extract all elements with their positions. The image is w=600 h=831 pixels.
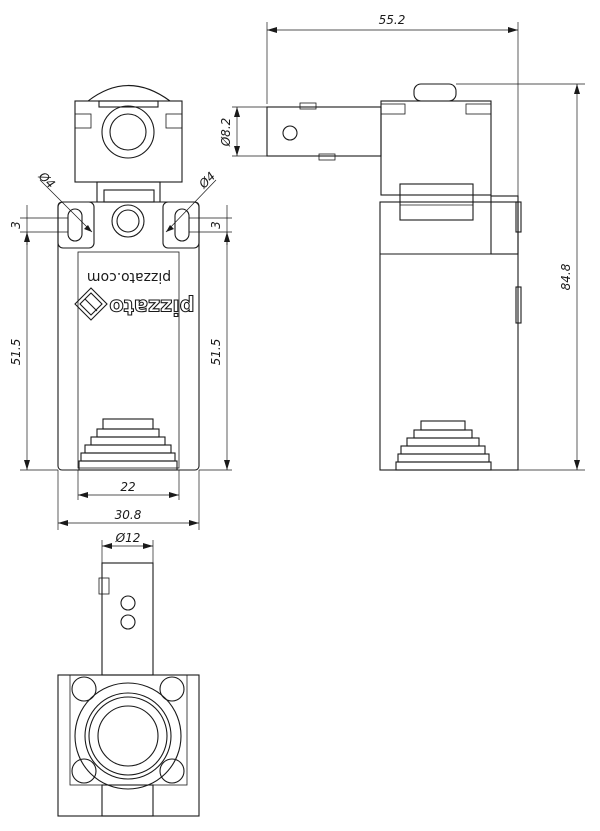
gland-center	[97, 705, 159, 767]
side-cable-gland	[395, 420, 492, 471]
corner-screw-br	[159, 758, 185, 784]
bottom-arm-pin	[98, 577, 110, 595]
left-mount-tab	[57, 201, 95, 249]
brand-text: pizzato	[109, 295, 194, 319]
bottom-lower-tab	[101, 784, 154, 817]
switch-body	[57, 201, 200, 471]
corner-screw-tr	[159, 676, 185, 702]
website-text: pizzato.com	[87, 269, 171, 285]
head-neck	[96, 181, 161, 203]
neck-inner-plate	[103, 189, 155, 203]
bottom-arm-hole-1	[120, 595, 136, 611]
head-top-slot	[98, 100, 159, 108]
corner-screw-bl	[71, 758, 97, 784]
dim-height-right: 51.5	[209, 339, 223, 366]
side-rib-top	[515, 201, 522, 233]
dim-hole-right: Ø4	[195, 169, 218, 192]
dim-bottom-diameter: Ø12	[115, 531, 141, 545]
head-block	[74, 100, 183, 183]
gland-ring-2	[84, 692, 172, 780]
dim-hole-spacing: 22	[120, 480, 135, 494]
side-rib-bottom	[515, 286, 522, 324]
gland-ring-3	[88, 696, 168, 776]
dim-hole-left: Ø4	[35, 168, 58, 191]
dim-roller-diameter: Ø8.2	[219, 118, 233, 148]
dim-edge-left: 3	[9, 221, 23, 229]
arm-pivot-hole	[282, 125, 298, 141]
dim-body-width: 30.8	[115, 508, 142, 522]
gland-outer-ring	[74, 682, 182, 790]
dim-height-left: 51.5	[9, 339, 23, 366]
roller-dome	[87, 84, 171, 102]
arm-top-pin	[299, 102, 317, 110]
head-left-notch	[74, 113, 92, 129]
corner-screw-tl	[71, 676, 97, 702]
actuator-inner-ring	[109, 113, 147, 151]
cover-screw-inner	[116, 209, 140, 233]
dim-total-height: 84.8	[559, 263, 573, 290]
side-head	[380, 100, 492, 196]
side-head-left-notch	[380, 103, 406, 115]
front-view: pizzato.com pizzato	[57, 84, 200, 471]
bottom-arm	[101, 562, 154, 676]
bottom-arm-hole-2	[120, 614, 136, 630]
head-right-notch	[165, 113, 183, 129]
side-top-lug	[490, 195, 519, 255]
brand-diamond-icon	[74, 287, 108, 321]
actuator-outer-ring	[101, 105, 155, 159]
arm-bottom-pin	[318, 153, 336, 161]
right-mount-tab	[162, 201, 200, 249]
cable-gland	[78, 418, 178, 471]
left-mount-slot	[67, 208, 83, 242]
cover-screw-outer	[111, 204, 145, 238]
right-mount-slot	[174, 208, 190, 242]
dim-edge-right: 3	[209, 221, 223, 229]
body-front-panel	[77, 251, 180, 469]
bottom-view	[57, 562, 200, 817]
roller-arm	[266, 106, 382, 157]
side-head-right-notch	[465, 103, 492, 115]
side-view	[266, 83, 522, 471]
plunger-cap	[413, 83, 457, 102]
dimension-lines	[20, 22, 585, 563]
bottom-body	[57, 674, 200, 817]
dim-total-width: 55.2	[379, 13, 406, 27]
